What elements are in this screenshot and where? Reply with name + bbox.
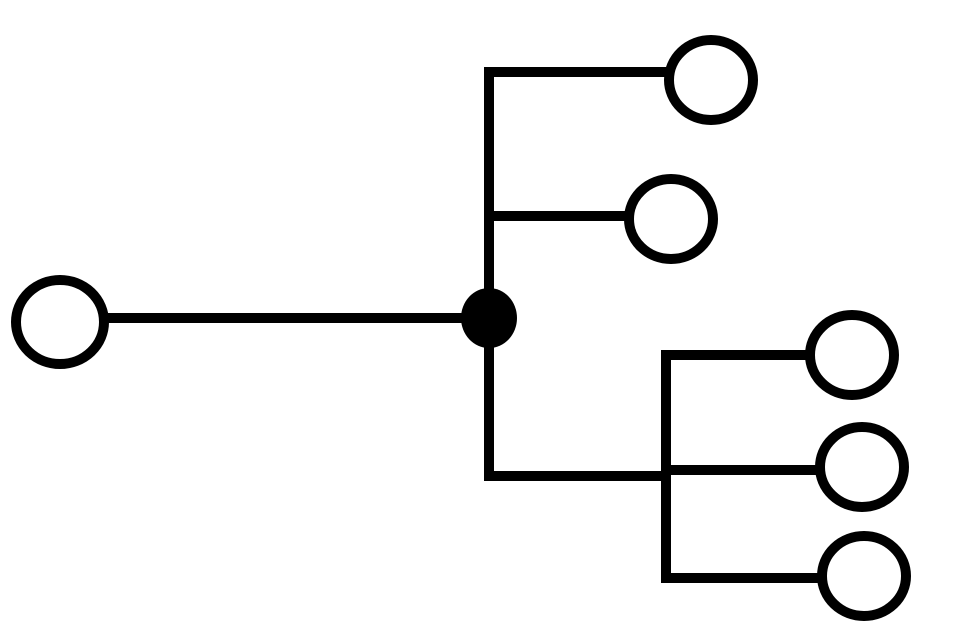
nodes-layer — [11, 35, 911, 621]
node-leaf-4 — [815, 422, 909, 512]
node-hub — [461, 288, 517, 348]
node-leaf-5 — [817, 531, 911, 621]
edge-hub-to-leaf-2 — [484, 211, 629, 318]
node-root — [11, 275, 109, 369]
edge-hub-to-leaf-5 — [661, 476, 822, 583]
node-leaf-2 — [624, 174, 718, 264]
edges-layer — [104, 67, 822, 583]
edge-hub-to-leaf-3 — [484, 318, 810, 481]
node-leaf-3 — [805, 310, 899, 400]
node-leaf-1 — [664, 35, 758, 125]
